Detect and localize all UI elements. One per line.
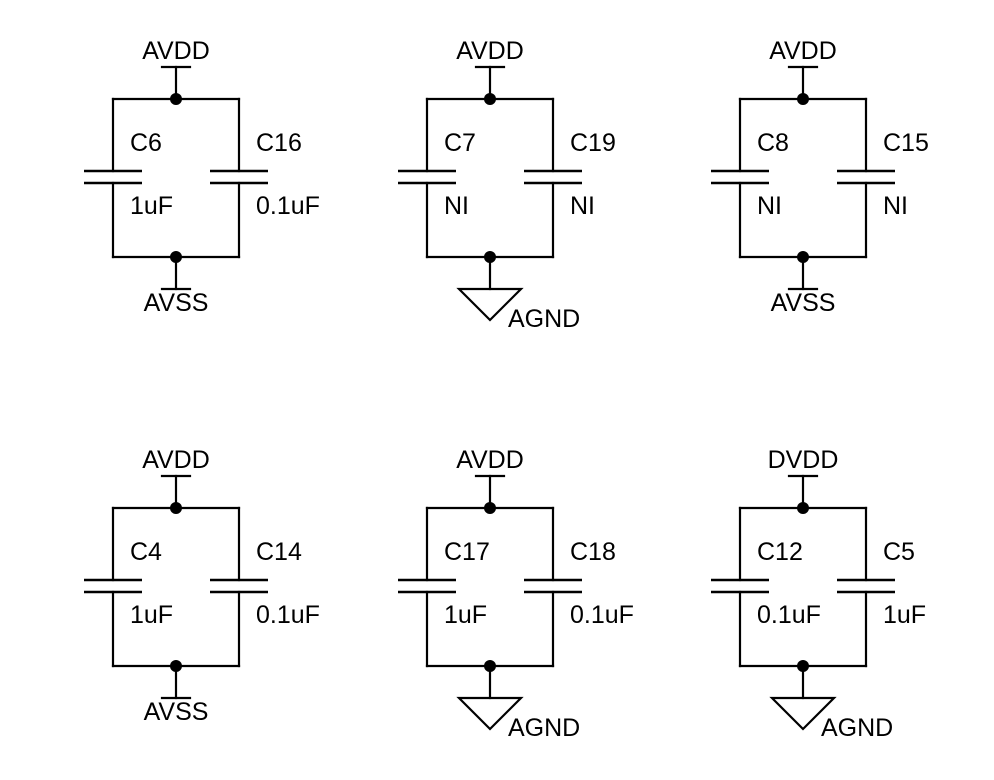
ground-net-label: AGND (821, 714, 893, 742)
capacitor-value: 0.1uF (256, 192, 320, 220)
capacitor-ref: C4 (130, 538, 162, 566)
junction-dot-top (797, 502, 809, 514)
capacitor-value: 1uF (444, 601, 487, 629)
capacitor-ref: C8 (757, 129, 789, 157)
supply-net-label: AVDD (769, 37, 837, 65)
capacitor-ref: C7 (444, 129, 476, 157)
capacitor-right: C16 0.1uF (210, 97, 320, 259)
return-net-label: AVSS (771, 289, 836, 317)
capacitor-value: 0.1uF (570, 601, 634, 629)
capacitor-value: NI (883, 192, 908, 220)
ground-net-label: AGND (508, 305, 580, 333)
ground-icon (456, 287, 524, 322)
capacitor-left: C6 1uF (84, 97, 173, 259)
supply-net-label: DVDD (768, 446, 839, 474)
capacitor-ref: C16 (256, 129, 302, 157)
capacitor-ref: C12 (757, 538, 803, 566)
capacitor-left: C17 1uF (398, 506, 490, 668)
supply-net-label: AVDD (142, 446, 210, 474)
capacitor-right: C18 0.1uF (524, 506, 634, 668)
decoupling-cell: DVDD C12 0.1uF C5 1uF AGND (711, 446, 926, 742)
capacitor-ref: C14 (256, 538, 302, 566)
ground-icon (769, 696, 837, 731)
capacitor-value: 0.1uF (757, 601, 821, 629)
capacitor-ref: C19 (570, 129, 616, 157)
junction-dot-top (170, 502, 182, 514)
capacitor-ref: C15 (883, 129, 929, 157)
supply-net-label: AVDD (456, 37, 524, 65)
ground-net-label: AGND (508, 714, 580, 742)
junction-dot-top (797, 93, 809, 105)
junction-dot-top (484, 93, 496, 105)
capacitor-left: C12 0.1uF (711, 506, 821, 668)
capacitor-value: 1uF (130, 192, 173, 220)
capacitor-right: C14 0.1uF (210, 506, 320, 668)
capacitor-right: C5 1uF (837, 506, 926, 668)
capacitor-value: NI (570, 192, 595, 220)
capacitor-value: 1uF (130, 601, 173, 629)
decoupling-cell: AVDD C4 1uF C14 0.1uF AVSS (84, 446, 320, 726)
ground-icon (456, 696, 524, 731)
decoupling-cell: AVDD C17 1uF C18 0.1uF AGND (398, 446, 634, 742)
junction-dot-top (170, 93, 182, 105)
capacitor-value: NI (444, 192, 469, 220)
junction-dot-top (484, 502, 496, 514)
supply-net-label: AVDD (142, 37, 210, 65)
capacitor-value: NI (757, 192, 782, 220)
capacitor-ref: C5 (883, 538, 915, 566)
capacitor-ref: C18 (570, 538, 616, 566)
return-net-label: AVSS (144, 698, 209, 726)
capacitor-value: 0.1uF (256, 601, 320, 629)
supply-net-label: AVDD (456, 446, 524, 474)
decoupling-cell: AVDD C6 1uF C16 0.1uF AVSS (84, 37, 320, 317)
capacitor-ref: C6 (130, 129, 162, 157)
capacitor-value: 1uF (883, 601, 926, 629)
capacitor-left: C4 1uF (84, 506, 173, 668)
return-net-label: AVSS (144, 289, 209, 317)
capacitor-ref: C17 (444, 538, 490, 566)
